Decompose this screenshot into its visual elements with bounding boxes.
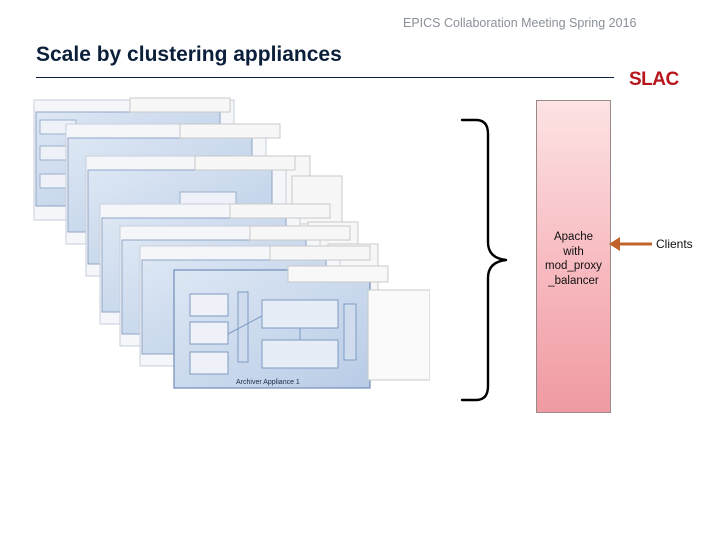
- slac-logo: SLAC: [629, 69, 679, 90]
- appliance-stack-figure: Archiver Appliance 1: [30, 94, 431, 404]
- apache-balancer-box: Apache with mod_proxy _balancer: [536, 100, 611, 413]
- clients-label: Clients: [656, 237, 693, 251]
- appliance-stack-svg: Archiver Appliance 1: [33, 97, 431, 389]
- slide-title: Scale by clustering appliances: [36, 43, 342, 66]
- title-divider: [36, 77, 614, 78]
- clients-arrow: [609, 237, 652, 251]
- appliance-label: Archiver Appliance 1: [236, 379, 300, 386]
- grouping-brace: [460, 118, 508, 402]
- apache-balancer-label: Apache with mod_proxy _balancer: [545, 231, 602, 287]
- appliance-front: Archiver Appliance 1: [173, 265, 431, 389]
- conference-header: EPICS Collaboration Meeting Spring 2016: [403, 16, 637, 30]
